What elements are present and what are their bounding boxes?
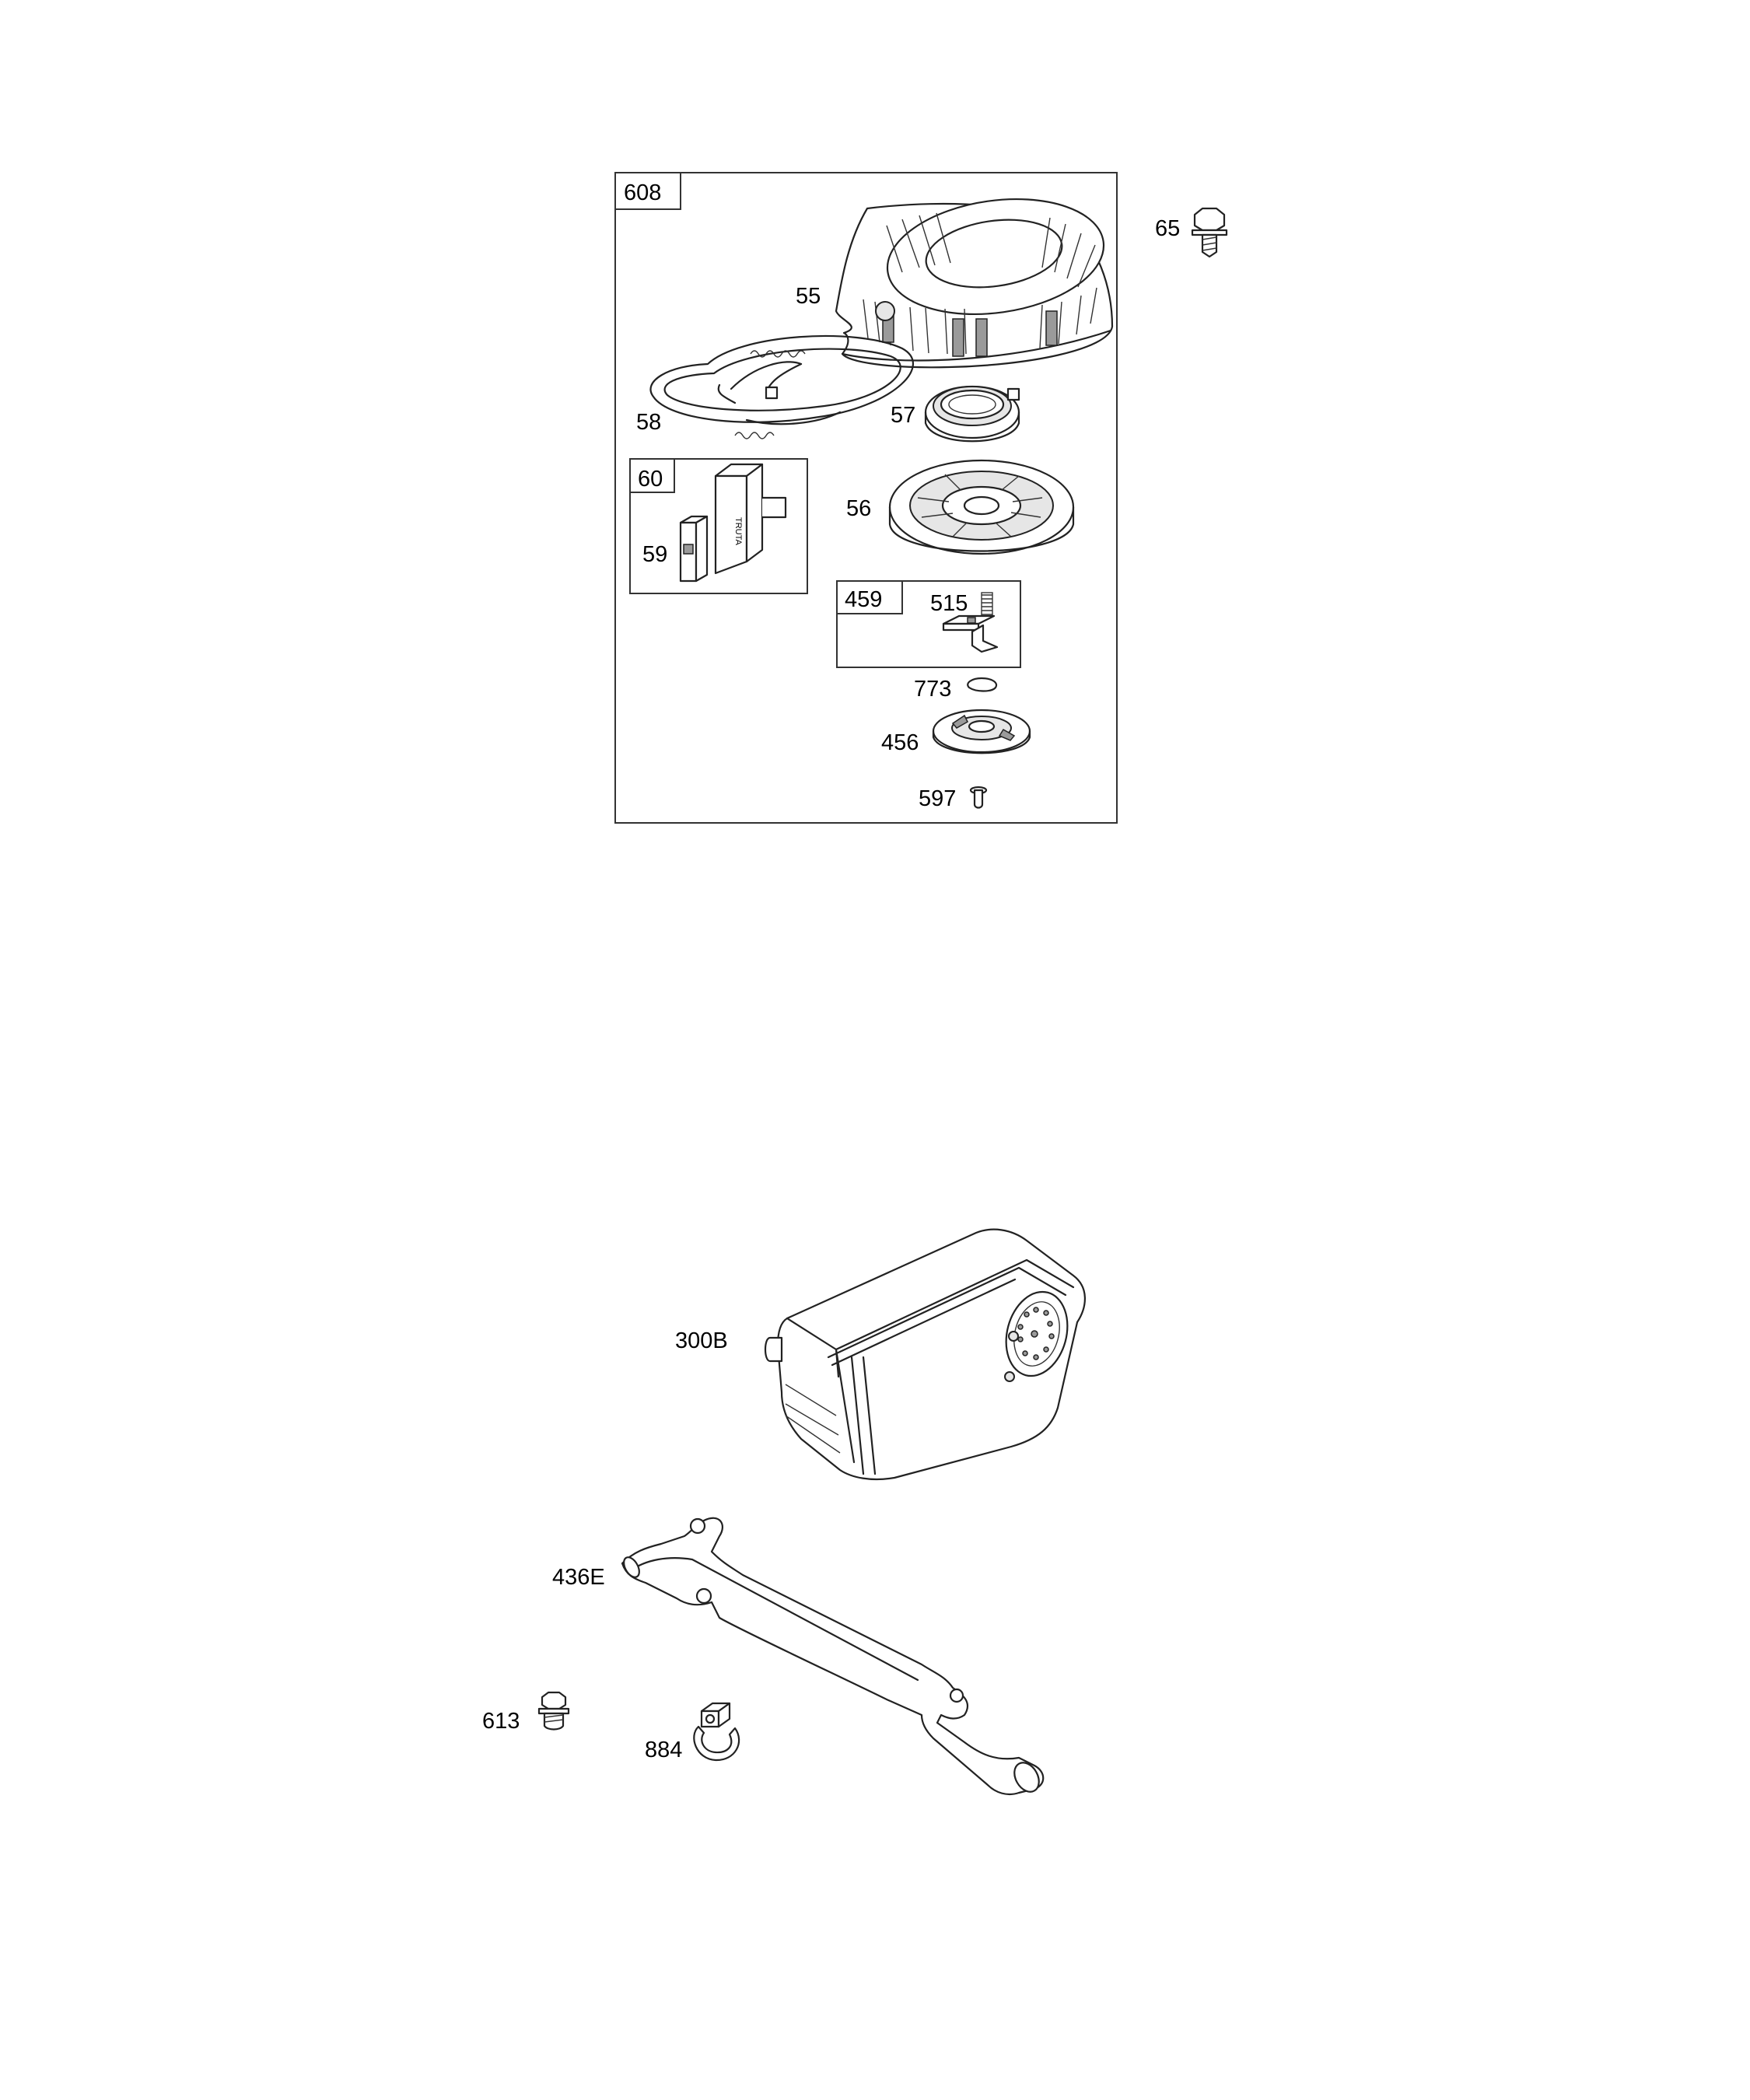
handle-insert-59-part [679,515,709,583]
kit-60-tab [629,458,675,493]
retainer-773-part [967,677,998,692]
part-label-613: 613 [482,1709,520,1734]
starter-cup-456-part [932,709,1031,754]
part-label-58: 58 [636,410,661,435]
part-label-456: 456 [881,730,919,755]
part-label-773: 773 [914,677,951,702]
exhaust-pipe-436e-part [621,1517,1045,1796]
handle-kit-box [629,458,808,594]
part-label-59: 59 [642,542,667,567]
part-label-55: 55 [796,284,821,309]
kit-60-label: 60 [638,467,663,492]
screw-597-part [969,786,988,809]
starter-handle-part: TRUTA [714,463,787,575]
pawl-kit-box [836,580,1021,668]
rewind-starter-kit-box [614,172,1118,824]
screw-613-part [537,1691,570,1731]
pawls-part [942,614,999,653]
kit-459-label: 459 [845,587,882,612]
part-label-300b: 300B [675,1328,728,1353]
handle-brand-text: TRUTA [733,517,743,546]
part-label-436e: 436E [552,1565,605,1590]
part-label-56: 56 [846,496,871,521]
starter-housing-55-part [835,198,1114,369]
part-label-597: 597 [919,786,956,811]
muffler-300b-part [764,1228,1086,1481]
part-label-65: 65 [1155,216,1180,241]
part-label-515: 515 [930,591,968,616]
bolt-65-part [1191,207,1228,258]
recoil-spring-57-part [924,385,1020,443]
starter-rope-58-part [649,334,914,439]
pulley-56-part [888,459,1075,555]
part-label-884: 884 [645,1738,682,1762]
kit-608-tab [614,172,681,210]
kit-608-label: 608 [624,180,661,205]
clamp-884-part [693,1702,740,1762]
pawl-spring-515-part [981,592,993,617]
kit-459-tab [836,580,903,614]
part-label-57: 57 [891,403,915,428]
